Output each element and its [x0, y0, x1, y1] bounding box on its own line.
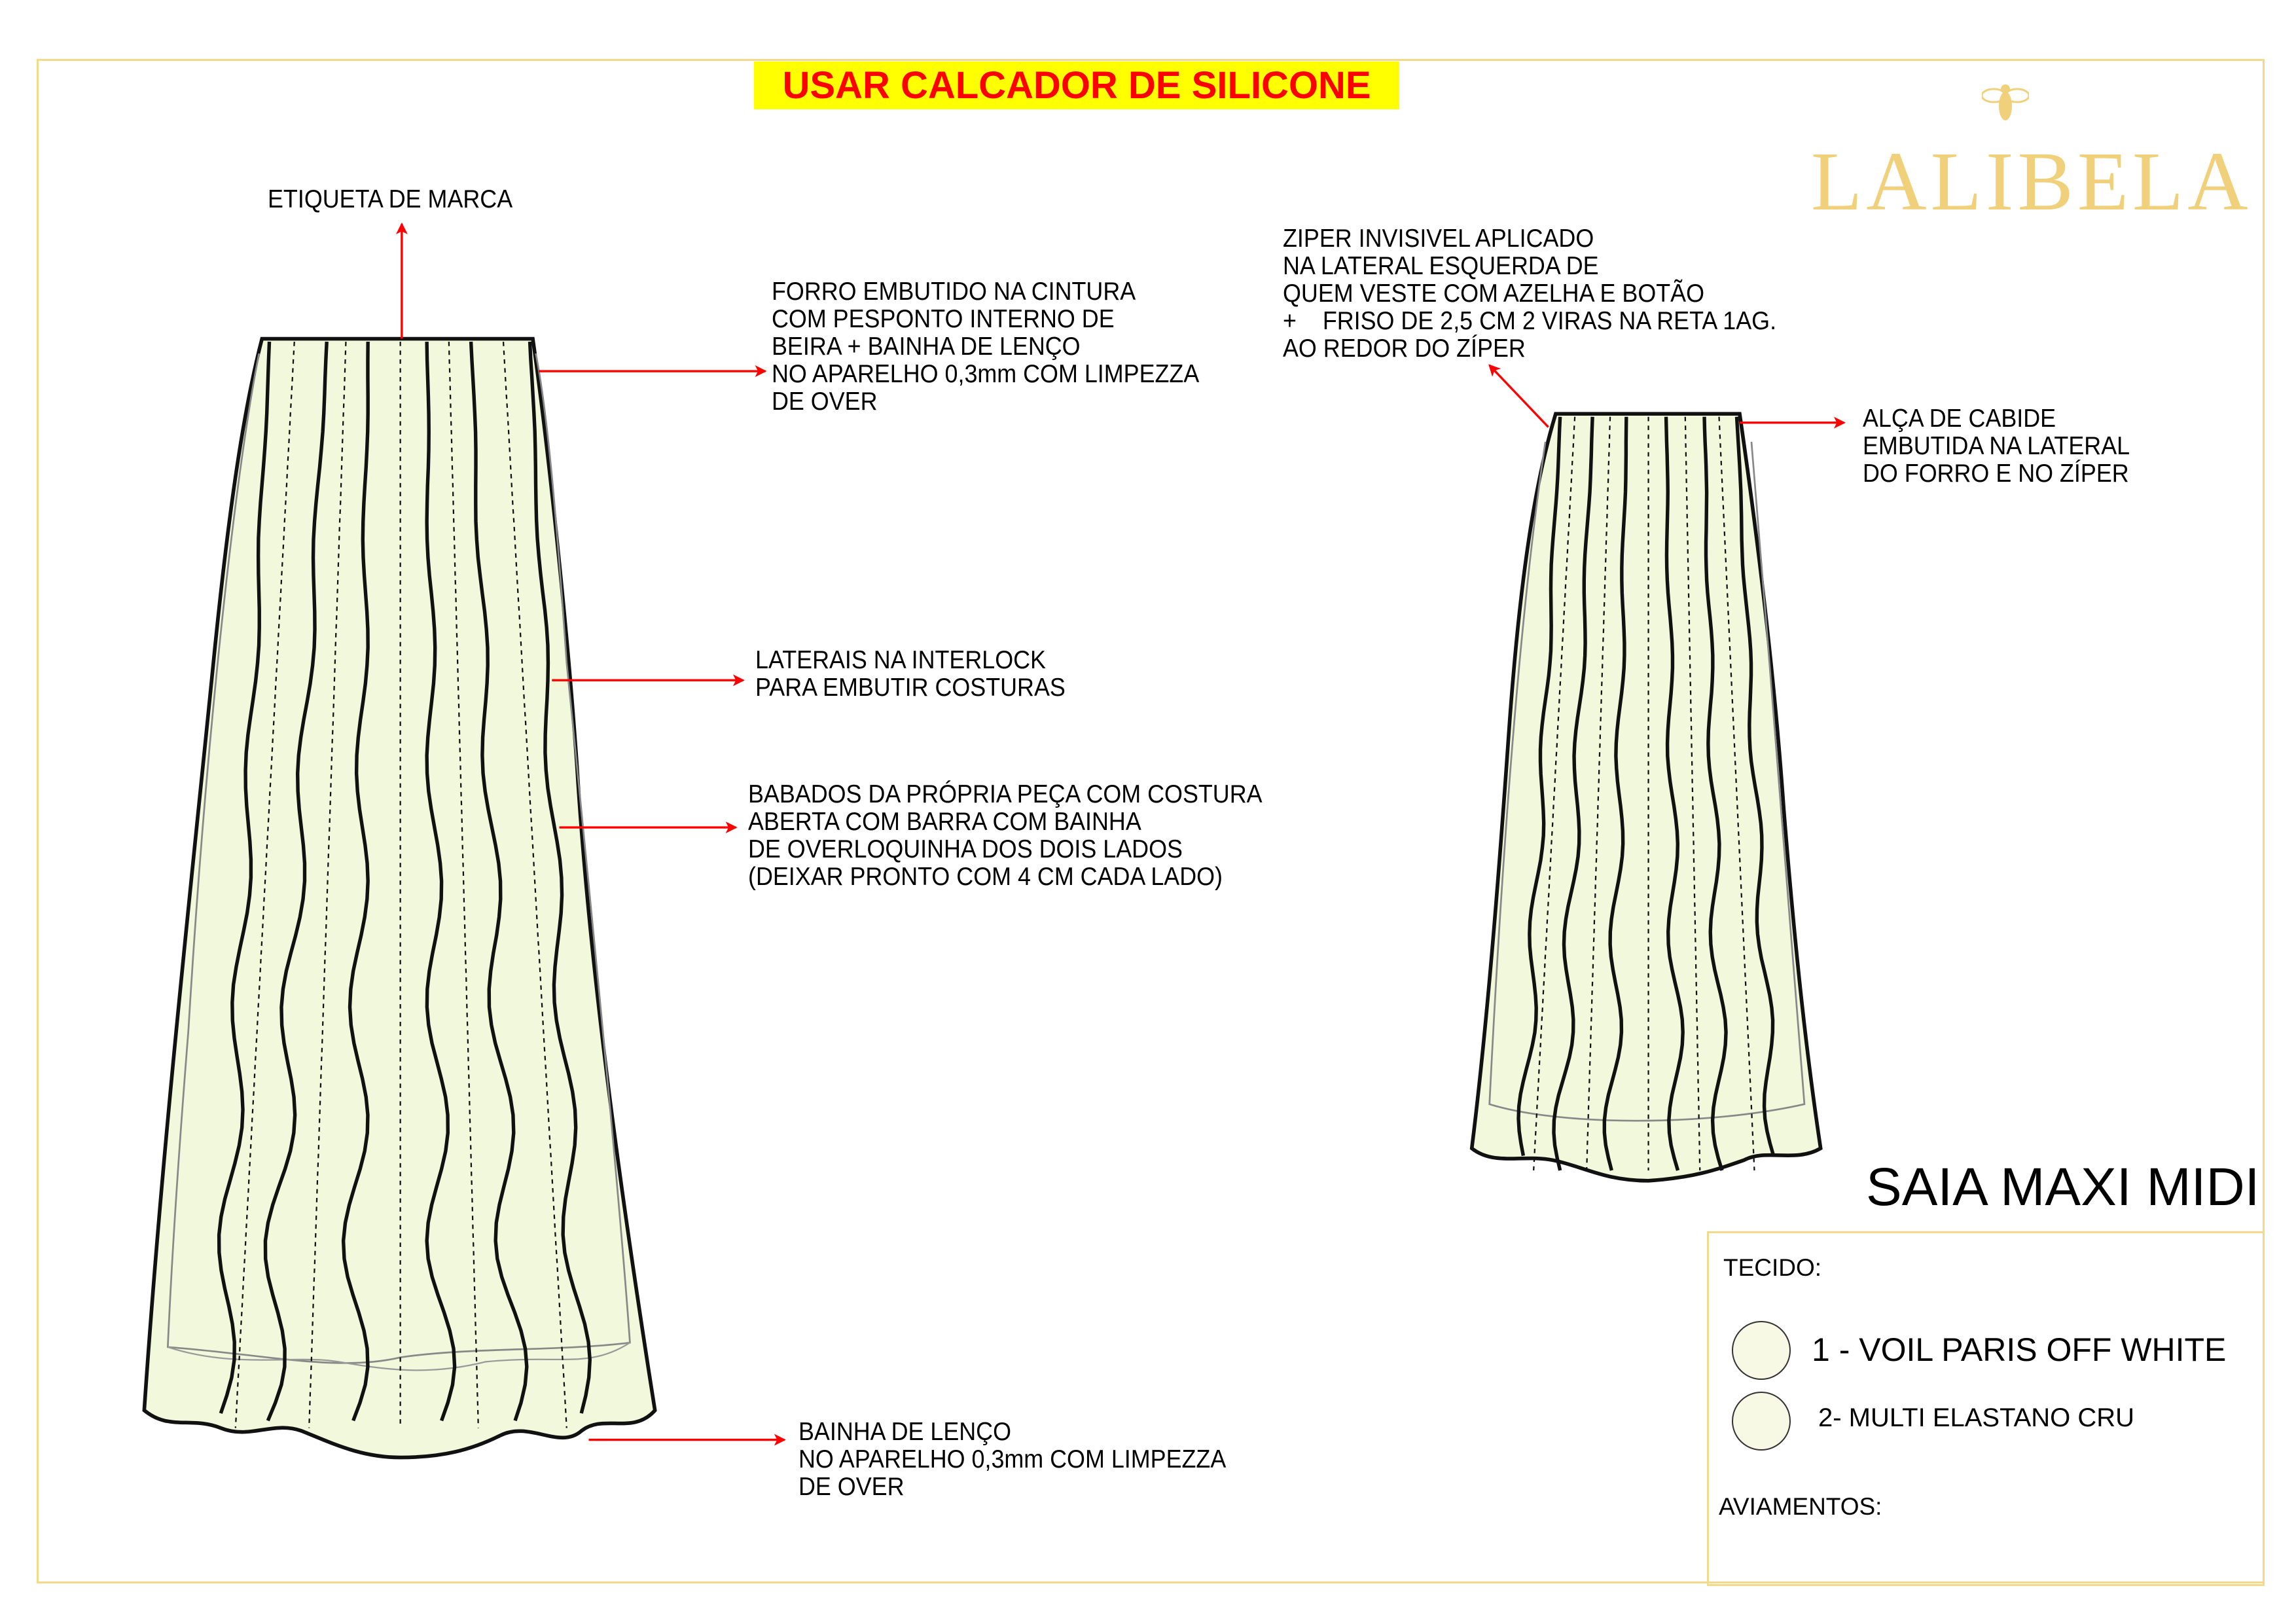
- back-skirt-drawing: [1469, 412, 1823, 1183]
- back-ruffle-seam: [1552, 416, 1594, 1171]
- front-skirt-hem-lining: [168, 1342, 631, 1371]
- back-topstitch-line: [1585, 416, 1611, 1171]
- brand-logo: LALIBELA: [1811, 135, 2252, 228]
- note-bainha: BAINHA DE LENÇO NO APARELHO 0,3mm COM LI…: [798, 1418, 1227, 1501]
- front-ruffle-seam: [425, 341, 457, 1422]
- note-laterais: LATERAIS NA INTERLOCK PARA EMBUTIR COSTU…: [755, 646, 1066, 702]
- back-skirt-lining: [1488, 441, 1806, 1122]
- note-ziper: ZIPER INVISIVEL APLICADO NA LATERAL ESQU…: [1283, 225, 1777, 363]
- note-forro: FORRO EMBUTIDO NA CINTURA COM PESPONTO I…: [772, 278, 1200, 416]
- back-side-seam: [1516, 416, 1562, 1157]
- back-ruffle-seam: [1702, 416, 1728, 1171]
- aviamentos-label: AVIAMENTOS:: [1719, 1493, 1882, 1520]
- note-etiqueta: ETIQUETA DE MARCA: [268, 185, 513, 213]
- back-ruffle-seam: [1664, 416, 1685, 1171]
- note-alca: ALÇA DE CABIDE EMBUTIDA NA LATERAL DO FO…: [1863, 405, 2130, 488]
- back-ruffle-seam: [1602, 416, 1628, 1171]
- front-ruffle-seam: [341, 342, 370, 1422]
- front-side-seam: [217, 341, 272, 1414]
- back-topstitch-line: [1533, 416, 1576, 1171]
- bee-logo-icon: [1982, 84, 2029, 120]
- materials-box: [1707, 1231, 2265, 1586]
- note-babados: BABADOS DA PRÓPRIA PEÇA COM COSTURA ABER…: [748, 780, 1263, 891]
- fabric-swatch-2: [1732, 1392, 1791, 1451]
- front-ruffle-seam: [263, 341, 329, 1422]
- garment-title: SAIA MAXI MIDI: [1866, 1157, 2260, 1217]
- instruction-banner: USAR CALCADOR DE SILICONE: [754, 62, 1399, 109]
- back-topstitch-line: [1718, 416, 1755, 1171]
- front-side-seam: [528, 341, 592, 1414]
- fabric-swatch-1: [1732, 1321, 1791, 1380]
- tecido-label: TECIDO:: [1723, 1254, 1822, 1281]
- arrow-ziper: [1488, 364, 1549, 428]
- back-skirt-outline: [1469, 412, 1823, 1183]
- page-frame: [37, 59, 2265, 1583]
- front-skirt-drawing: [142, 336, 657, 1460]
- front-ruffle-seam: [469, 341, 529, 1422]
- fabric-label-1: 1 - VOIL PARIS OFF WHITE: [1812, 1331, 2227, 1368]
- annotation-arrows: [395, 222, 1846, 1446]
- back-side-seam: [1734, 416, 1776, 1157]
- back-topstitch-line: [1684, 416, 1701, 1171]
- fabric-label-2: 2- MULTI ELASTANO CRU: [1818, 1403, 2135, 1432]
